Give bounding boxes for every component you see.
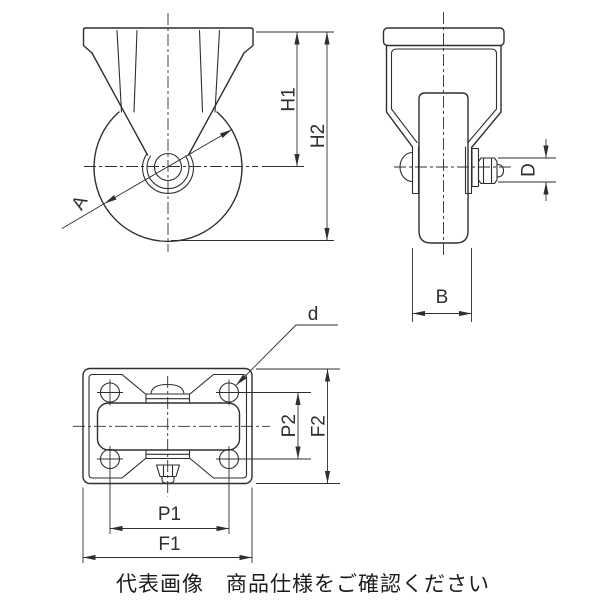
- front-view: H1 H2 A: [61, 13, 334, 252]
- side-ext-B: [412, 248, 472, 322]
- plan-wheel-outline: [96, 402, 241, 451]
- plan-axle-dome: [150, 383, 185, 395]
- label-H2: H2: [308, 124, 329, 148]
- label-F2: F2: [309, 415, 330, 437]
- label-A: A: [68, 192, 93, 214]
- front-dim-A-tail: [61, 203, 105, 229]
- plan-axle-nut-cap: [161, 475, 175, 484]
- front-top-plate: [82, 27, 254, 54]
- side-axle-left-cap: [399, 151, 414, 183]
- side-top-plate: [382, 27, 505, 47]
- front-bracket-right-slant: [187, 52, 245, 156]
- plan-view: d P2 F2 P1 F1: [73, 304, 340, 563]
- plan-bolt-holes: [97, 379, 242, 472]
- plan-ext-F1: [82, 487, 253, 563]
- front-fork-lines: [116, 29, 221, 113]
- label-P2: P2: [279, 414, 300, 437]
- plan-leader-d: [235, 324, 338, 386]
- label-F1: F1: [158, 534, 180, 555]
- label-H1: H1: [279, 87, 300, 111]
- side-bracket-outer: [385, 44, 502, 148]
- label-B: B: [436, 287, 449, 308]
- side-axle-nut: [477, 157, 498, 185]
- plan-axle-nut: [155, 464, 181, 478]
- front-bracket-left-slant: [91, 52, 149, 156]
- label-P1: P1: [158, 504, 181, 525]
- side-fork-legs: [411, 146, 473, 195]
- side-axle-washer: [471, 147, 480, 188]
- label-d: d: [308, 304, 319, 325]
- side-axle-tip: [496, 163, 505, 178]
- front-wheel-outline: [93, 111, 243, 243]
- bolt-hole-crosshairs: [97, 379, 242, 472]
- side-wheel-outline: [418, 92, 469, 244]
- label-D: D: [519, 163, 540, 177]
- side-view: D B: [382, 12, 556, 322]
- side-bracket-inner: [390, 48, 498, 144]
- footer-note: 代表画像 商品仕様をご確認ください: [116, 572, 490, 596]
- front-dim-A-line: [104, 129, 233, 204]
- plan-ext-P1: [109, 470, 230, 534]
- plan-fork-strips: [145, 393, 191, 460]
